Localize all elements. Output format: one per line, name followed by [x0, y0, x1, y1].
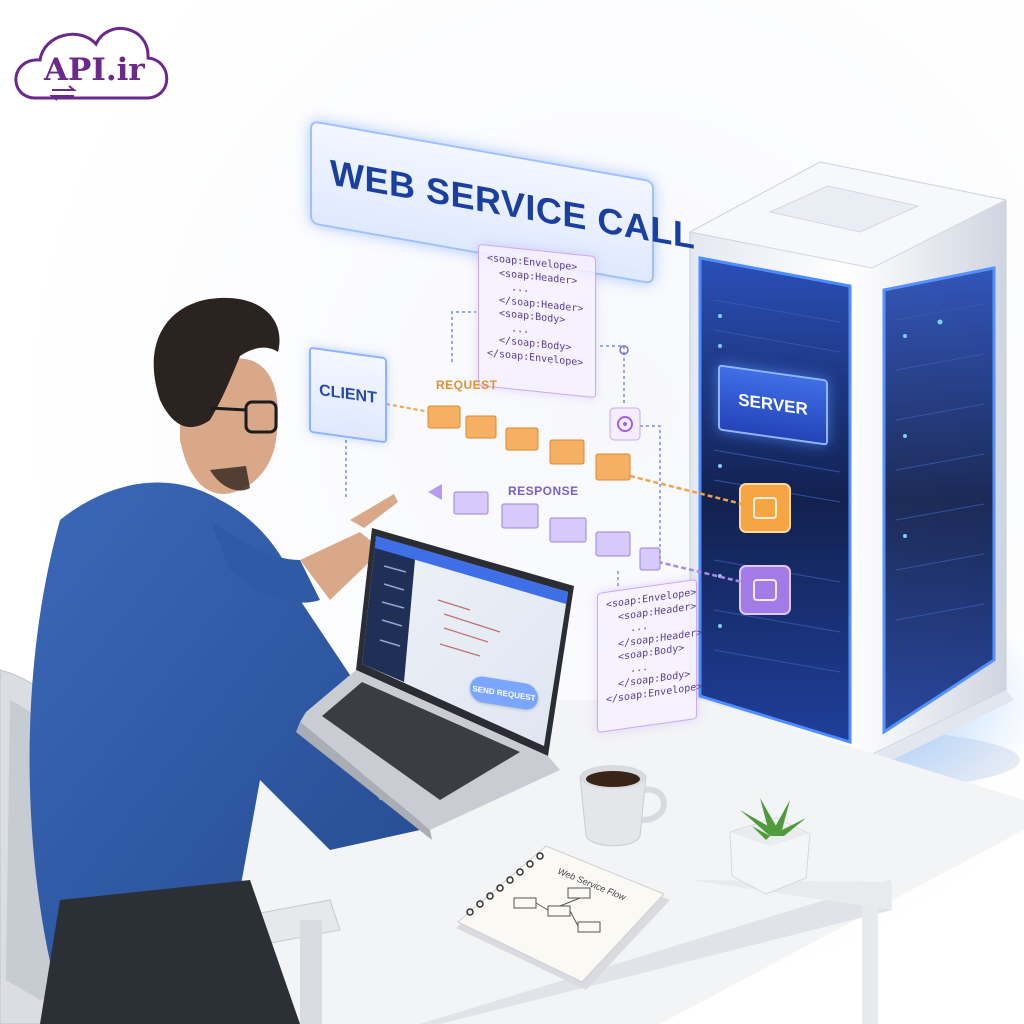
plant-pot — [729, 798, 811, 895]
coffee-mug — [579, 765, 667, 847]
request-label: REQUEST — [436, 378, 498, 392]
response-label: RESPONSE — [508, 484, 579, 498]
response-code-panel: <soap:Envelope> <soap:Header> ... </soap… — [597, 578, 702, 734]
request-node-cube — [739, 483, 791, 533]
logo-text: API.ir — [44, 52, 145, 88]
request-code-panel: <soap:Envelope> <soap:Header> ... </soap… — [478, 243, 596, 399]
gear-icon — [609, 407, 641, 441]
request-flow — [385, 403, 743, 506]
response-node-cube — [739, 565, 791, 615]
server-tower — [684, 161, 1014, 776]
logo-cloud-icon — [14, 27, 169, 101]
response-flow — [428, 484, 743, 584]
client-label: CLIENT — [309, 346, 387, 444]
notebook — [456, 845, 670, 990]
